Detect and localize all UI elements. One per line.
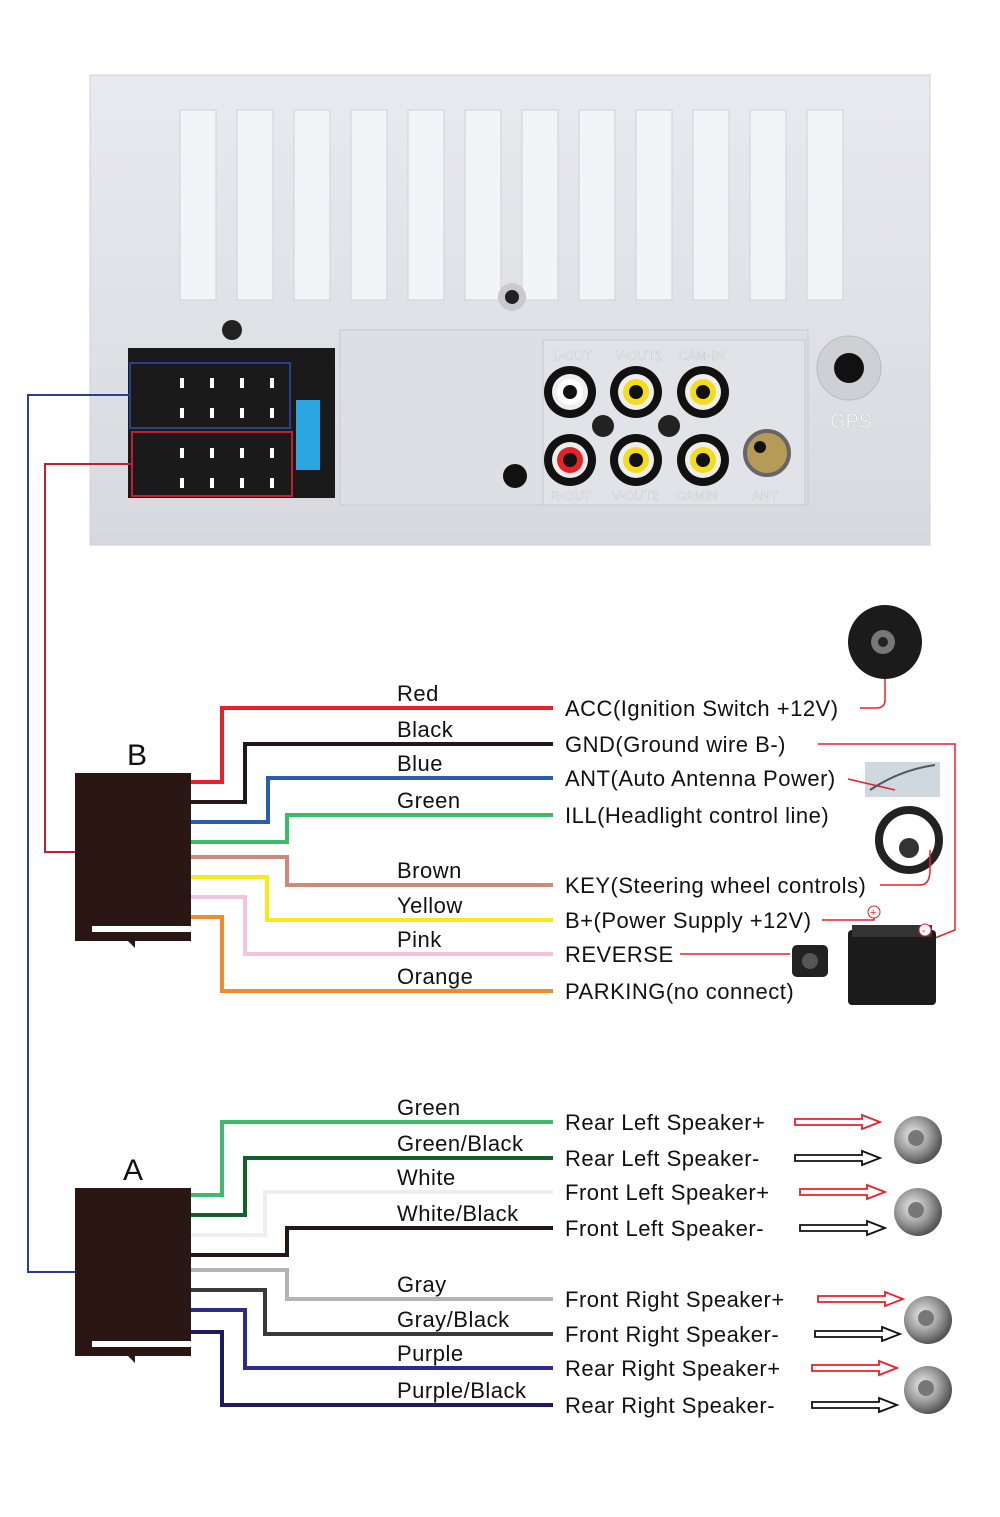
gps-label: GPS <box>830 411 872 433</box>
car-antenna-icon <box>865 762 940 797</box>
wire-function-label: Rear Left Speaker- <box>565 1146 760 1171</box>
wire-function-label: Rear Left Speaker+ <box>565 1110 765 1135</box>
svg-text:-: - <box>922 925 926 937</box>
wire-color-label: Green/Black <box>397 1131 524 1156</box>
wire-color-label: Black <box>397 717 454 742</box>
jack-label-bottom: CAMIN <box>676 488 718 503</box>
rca-jack-v-out1 <box>610 366 662 418</box>
antenna-port-icon <box>743 429 791 477</box>
wire-color-label: White <box>397 1165 456 1190</box>
wire-color-label: Gray <box>397 1272 447 1297</box>
car-battery-icon <box>848 930 936 1005</box>
positive-arrow-icon <box>817 1290 906 1308</box>
rca-jack-r-out <box>544 434 596 486</box>
wire-function-label: ILL(Headlight control line) <box>565 803 829 828</box>
jack-label-top: L-OUT <box>553 348 592 363</box>
fuse-icon <box>296 400 320 470</box>
radio-back-panel: L-OUT V-OUT1 CAM-IN R-OUT V-OUT2 CAMIN ANT GPS <box>89 74 931 546</box>
wire-color-label: Pink <box>397 927 442 952</box>
accessory-illustrations: + - <box>680 605 956 1005</box>
connector-a: A <box>75 1154 191 1363</box>
wire-color-label: Red <box>397 681 439 706</box>
wire-color-label: Blue <box>397 751 443 776</box>
negative-arrow-icon <box>794 1149 883 1167</box>
wire-function-label: REVERSE <box>565 942 674 967</box>
gps-port-icon <box>834 353 864 383</box>
wire-function-label: ACC(Ignition Switch +12V) <box>565 696 839 721</box>
wire-color-label: Gray/Black <box>397 1307 510 1332</box>
rca-jack-l-out <box>544 366 596 418</box>
wire-color-label: Purple <box>397 1341 464 1366</box>
svg-text:+: + <box>870 907 876 919</box>
negative-arrow-icon <box>811 1396 900 1414</box>
connector-a-label: A <box>123 1154 143 1187</box>
steering-wheel-icon <box>875 806 943 874</box>
wire-color-label: Purple/Black <box>397 1378 527 1403</box>
positive-arrow-icon <box>799 1183 888 1201</box>
wire-color-label: Orange <box>397 964 473 989</box>
negative-arrow-icon <box>799 1219 888 1237</box>
harness-b-lead <box>44 463 132 853</box>
wire-function-label: ANT(Auto Antenna Power) <box>565 766 836 791</box>
positive-arrow-icon <box>811 1359 900 1377</box>
rca-jack-v-out2 <box>610 434 662 486</box>
wire-function-label: KEY(Steering wheel controls) <box>565 873 866 898</box>
jack-label-bottom: V-OUT2 <box>612 488 659 503</box>
connector-b-label: B <box>127 739 147 772</box>
positive-arrow-icon <box>794 1113 883 1131</box>
rca-jack-camin <box>677 434 729 486</box>
connector-b: B <box>75 739 191 948</box>
jack-label-bottom: R-OUT <box>550 488 591 503</box>
wire-function-label: B+(Power Supply +12V) <box>565 908 812 933</box>
wire-function-label: GND(Ground wire B-) <box>565 732 786 757</box>
wire-color-label: Green <box>397 1095 461 1120</box>
wire-color-label: Yellow <box>397 893 463 918</box>
wire-function-label: Front Right Speaker- <box>565 1322 779 1347</box>
wire-function-label: Rear Right Speaker- <box>565 1393 775 1418</box>
harness-a-lead <box>27 394 130 1273</box>
wire-color-label: Green <box>397 788 461 813</box>
wire-function-label: Front Left Speaker+ <box>565 1180 770 1205</box>
jack-label-bottom: ANT <box>752 488 778 503</box>
wire-function-label: PARKING(no connect) <box>565 979 794 1004</box>
wire-function-label: Front Right Speaker+ <box>565 1287 785 1312</box>
rca-jack-cam-in <box>677 366 729 418</box>
jack-label-top: V-OUT1 <box>615 348 662 363</box>
wire-color-label: Brown <box>397 858 462 883</box>
wire-function-label: Rear Right Speaker+ <box>565 1356 781 1381</box>
wire-color-label: White/Black <box>397 1201 519 1226</box>
wire-function-label: Front Left Speaker- <box>565 1216 764 1241</box>
negative-arrow-icon <box>814 1325 903 1343</box>
jack-label-top: CAM-IN <box>678 348 724 363</box>
